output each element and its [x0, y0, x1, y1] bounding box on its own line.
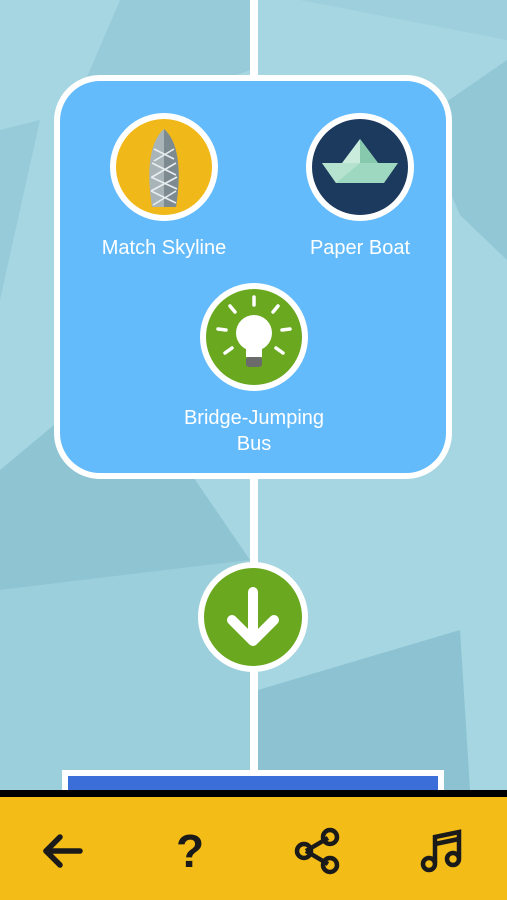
paper-boat-icon — [306, 113, 414, 221]
arrow-left-icon — [43, 834, 83, 868]
activity-label: Paper Boat — [309, 237, 411, 259]
activity-match-skyline[interactable]: Match Skyline — [74, 113, 254, 261]
share-icon — [294, 827, 340, 875]
back-button[interactable] — [30, 819, 94, 883]
connector-line-top — [250, 0, 258, 80]
music-button[interactable] — [411, 819, 475, 883]
help-label: ? — [175, 825, 205, 877]
lightbulb-icon — [200, 283, 308, 391]
activity-group-card: Match Skyline Paper Boat — [54, 75, 452, 479]
share-button[interactable] — [285, 819, 349, 883]
next-section-button[interactable] — [198, 562, 308, 672]
music-note-icon — [420, 829, 462, 873]
connector-line-bottom — [250, 668, 258, 774]
activity-paper-boat[interactable]: Paper Boat — [270, 113, 450, 261]
connector-line-middle — [250, 475, 258, 567]
bottom-toolbar: ? — [0, 790, 507, 900]
activity-label: Bridge-Jumping Bus — [183, 407, 325, 455]
activity-bridge-jumping-bus[interactable]: Bridge-Jumping Bus — [154, 283, 354, 457]
help-button[interactable]: ? — [158, 819, 222, 883]
arrow-down-icon — [227, 587, 279, 646]
activity-label: Match Skyline — [101, 237, 227, 259]
gherkin-building-icon — [110, 113, 218, 221]
